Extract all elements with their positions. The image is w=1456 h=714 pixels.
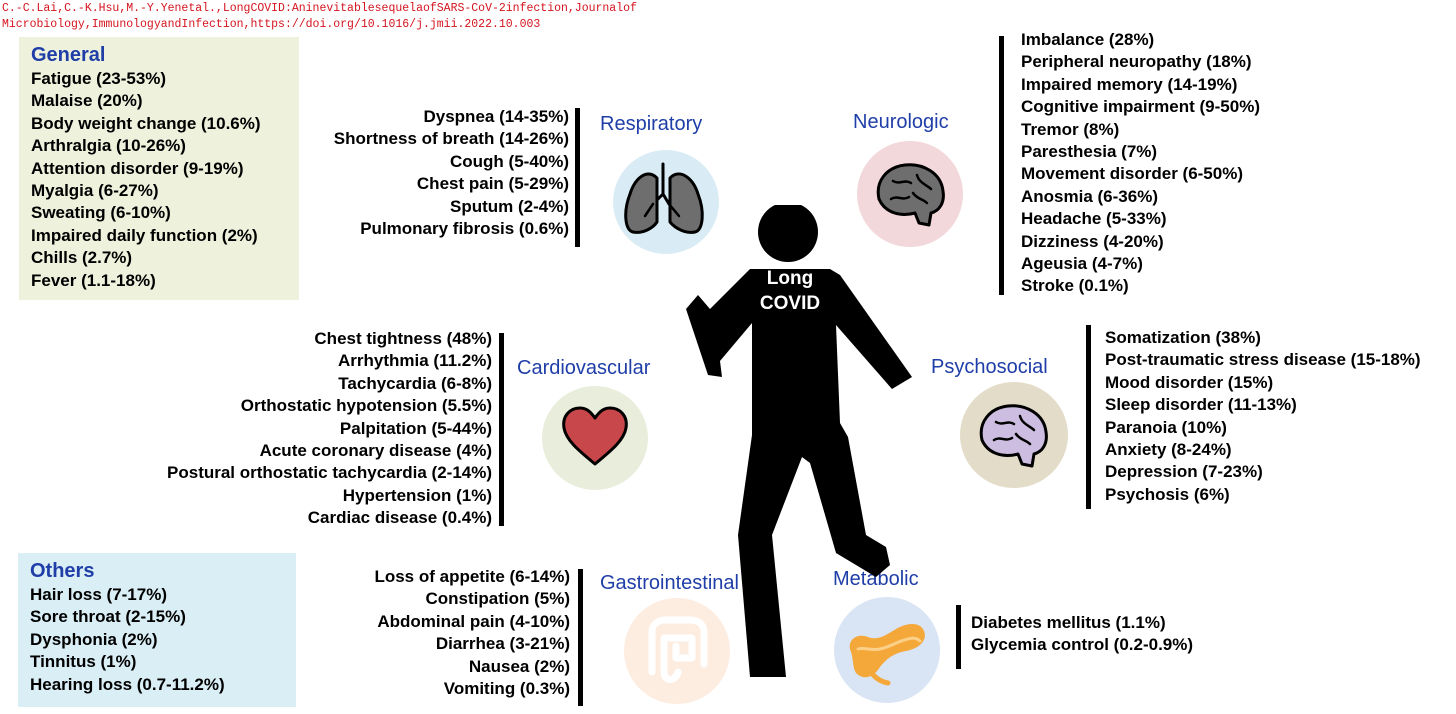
list-item: Sputum (2-4%) bbox=[450, 196, 569, 216]
gastrointestinal-title: Gastrointestinal bbox=[600, 572, 739, 594]
list-item: Chills (2.7%) bbox=[31, 248, 133, 268]
psychosocial-title: Psychosocial bbox=[931, 356, 1048, 378]
list-item: Attention disorder (9-19%) bbox=[31, 158, 244, 178]
list-item: Sweating (6-10%) bbox=[31, 203, 171, 223]
list-item: Movement disorder (6-50%) bbox=[1021, 164, 1243, 184]
list-item: Hypertension (1%) bbox=[342, 485, 492, 505]
list-item: Somatization (38%) bbox=[1105, 328, 1261, 347]
brain-icon bbox=[979, 404, 1048, 468]
respiratory-bar bbox=[575, 108, 580, 247]
list-item: Chest tightness (48%) bbox=[314, 329, 492, 348]
person-silhouette bbox=[686, 205, 912, 677]
neurologic-bar bbox=[999, 36, 1004, 295]
center-label: Long COVID bbox=[759, 268, 821, 314]
list-item: Chest pain (5-29%) bbox=[416, 174, 569, 194]
list-item: Sleep disorder (11-13%) bbox=[1105, 395, 1297, 415]
list-item: Sore throat (2-15%) bbox=[30, 607, 186, 627]
list-item: Fever (1.1-18%) bbox=[31, 270, 156, 290]
list-item: Diabetes mellitus (1.1%) bbox=[971, 613, 1166, 632]
list-item: Post-traumatic stress disease (15-18%) bbox=[1105, 350, 1421, 370]
list-item: Dysphonia (2%) bbox=[30, 629, 158, 649]
list-item: Constipation (5%) bbox=[425, 589, 571, 609]
list-item: Anxiety (8-24%) bbox=[1105, 440, 1232, 460]
list-item: Dizziness (4-20%) bbox=[1021, 231, 1164, 251]
list-item: Arrhythmia (11.2%) bbox=[338, 351, 492, 371]
intestine-icon bbox=[648, 616, 708, 683]
list-item: Dyspnea (14-35%) bbox=[423, 107, 569, 126]
heart-icon bbox=[562, 406, 628, 466]
psychosocial-list: Somatization (38%) Post-traumatic stress … bbox=[1105, 327, 1421, 506]
list-item: Mood disorder (15%) bbox=[1105, 372, 1274, 392]
gastrointestinal-list: Loss of appetite (6-14%) Constipation (5%… bbox=[374, 566, 570, 700]
list-item: Impaired memory (14-19%) bbox=[1021, 74, 1238, 94]
list-item: Headache (5-33%) bbox=[1021, 209, 1167, 229]
list-item: Diarrhea (3-21%) bbox=[435, 634, 570, 654]
cardiovascular-bar bbox=[499, 333, 504, 526]
list-item: Impaired daily function (2%) bbox=[31, 225, 258, 245]
metabolic-title: Metabolic bbox=[833, 568, 919, 590]
list-item: Psychosis (6%) bbox=[1105, 484, 1230, 504]
citation: C.-C.Lai,C.-K.Hsu,M.-Y.Yenetal.,LongCOVI… bbox=[2, 2, 644, 31]
metabolic-bar bbox=[956, 605, 961, 669]
list-item: Tachycardia (6-8%) bbox=[338, 373, 492, 393]
others-title: Others bbox=[30, 560, 95, 582]
list-item: Vomiting (0.3%) bbox=[443, 679, 570, 699]
list-item: Hearing loss (0.7-11.2%) bbox=[30, 674, 225, 694]
general-title: General bbox=[31, 44, 106, 66]
gastrointestinal-bar bbox=[578, 569, 583, 706]
list-item: Ageusia (4-7%) bbox=[1021, 254, 1143, 274]
lungs-icon bbox=[624, 162, 704, 234]
list-item: Arthralgia (10-26%) bbox=[31, 136, 186, 156]
others-box: Others Hair loss (7-17%) Sore throat (2-1… bbox=[18, 553, 296, 707]
list-item: Pulmonary fibrosis (0.6%) bbox=[360, 219, 569, 239]
list-item: Postural orthostatic tachycardia (2-14%) bbox=[167, 463, 492, 483]
cardiovascular-circle bbox=[542, 386, 648, 490]
psychosocial-circle bbox=[960, 382, 1068, 488]
list-item: Loss of appetite (6-14%) bbox=[374, 567, 570, 586]
neurologic-title: Neurologic bbox=[853, 111, 949, 133]
list-item: Malaise (20%) bbox=[31, 91, 143, 111]
psychosocial-bar bbox=[1086, 325, 1091, 509]
list-item: Palpitation (5-44%) bbox=[339, 418, 492, 438]
list-item: Shortness of breath (14-26%) bbox=[333, 129, 569, 149]
list-item: Anosmia (6-36%) bbox=[1021, 186, 1158, 206]
list-item: Tremor (8%) bbox=[1021, 119, 1120, 139]
pancreas-icon bbox=[849, 624, 925, 686]
respiratory-title: Respiratory bbox=[600, 113, 703, 135]
list-item: Orthostatic hypotension (5.5%) bbox=[240, 396, 492, 416]
list-item: Peripheral neuropathy (18%) bbox=[1021, 52, 1252, 72]
cardiovascular-title: Cardiovascular bbox=[517, 357, 651, 379]
list-item: Imbalance (28%) bbox=[1021, 30, 1155, 49]
list-item: Paresthesia (7%) bbox=[1021, 142, 1158, 162]
list-item: Stroke (0.1%) bbox=[1021, 276, 1129, 296]
list-item: Glycemia control (0.2-0.9%) bbox=[971, 635, 1194, 655]
list-item: Abdominal pain (4-10%) bbox=[377, 611, 570, 631]
list-item: Paranoia (10%) bbox=[1105, 417, 1227, 437]
respiratory-circle bbox=[613, 150, 719, 254]
metabolic-list: Diabetes mellitus (1.1%) Glycemia control… bbox=[971, 612, 1193, 657]
list-item: Cardiac disease (0.4%) bbox=[307, 508, 492, 528]
list-item: Body weight change (10.6%) bbox=[31, 113, 261, 133]
gastrointestinal-circle bbox=[624, 598, 730, 704]
list-item: Cognitive impairment (9-50%) bbox=[1021, 97, 1260, 117]
list-item: Fatigue (23-53%) bbox=[31, 69, 167, 88]
metabolic-circle bbox=[834, 597, 940, 703]
list-item: Acute coronary disease (4%) bbox=[259, 441, 492, 461]
others-list: Hair loss (7-17%) Sore throat (2-15%)Dysp… bbox=[30, 584, 284, 696]
list-item: Myalgia (6-27%) bbox=[31, 181, 159, 201]
list-item: Nausea (2%) bbox=[468, 656, 570, 676]
list-item: Cough (5-40%) bbox=[450, 151, 569, 171]
list-item: Hair loss (7-17%) bbox=[30, 585, 167, 604]
neurologic-list: Imbalance (28%) Peripheral neuropathy (18… bbox=[1021, 29, 1260, 298]
list-item: Depression (7-23%) bbox=[1105, 462, 1263, 482]
respiratory-list: Dyspnea (14-35%) Shortness of breath (14-… bbox=[334, 106, 569, 240]
neurologic-circle bbox=[857, 141, 963, 247]
list-item: Tinnitus (1%) bbox=[30, 652, 137, 672]
cardiovascular-list: Chest tightness (48%) Arrhythmia (11.2%)T… bbox=[167, 328, 492, 530]
brain-icon bbox=[876, 163, 945, 227]
general-list: Fatigue (23-53%) Malaise (20%)Body weight… bbox=[31, 68, 287, 292]
general-box: General Fatigue (23-53%) Malaise (20%)Bod… bbox=[19, 37, 299, 300]
